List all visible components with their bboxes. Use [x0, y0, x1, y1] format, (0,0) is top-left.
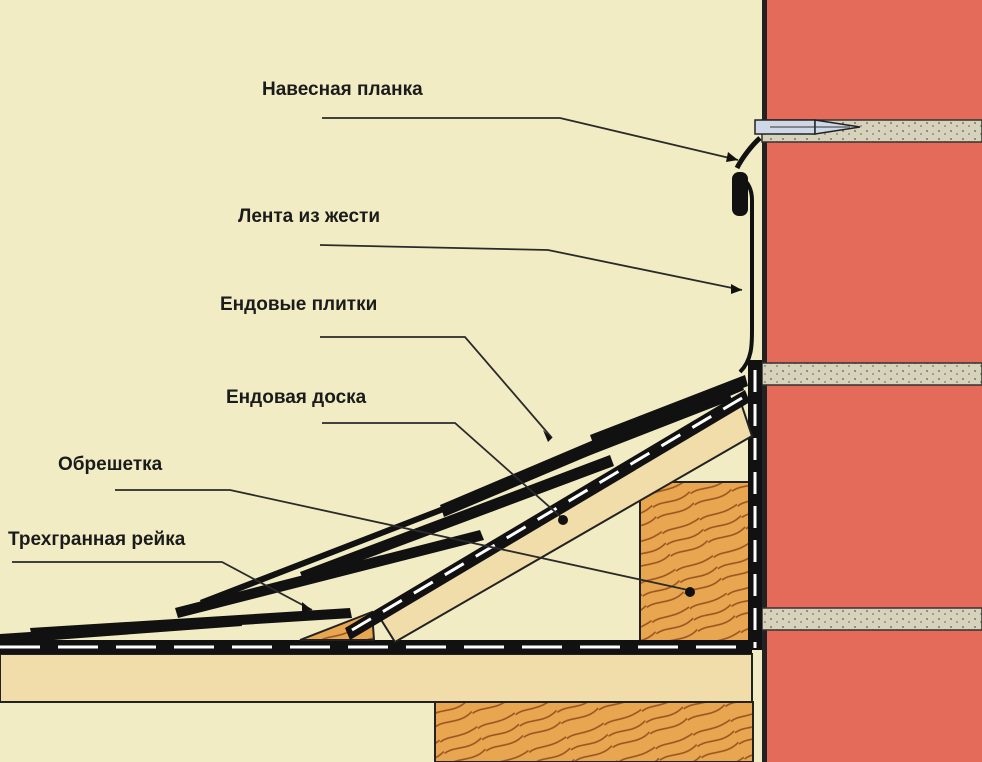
- leader-line-valley-board: [322, 422, 563, 519]
- leader-line-hanging-strip: [322, 117, 739, 161]
- valley-tiles: [0, 375, 748, 644]
- beam-end-lower: [434, 701, 754, 762]
- label-tin-strip: Лента из жести: [238, 206, 381, 227]
- arrow-head: [302, 602, 312, 612]
- label-triangular-rail: Трехгранная рейка: [8, 529, 186, 550]
- inclined-strip-dashes: [351, 396, 743, 632]
- hanging-strip-fold: [732, 172, 748, 216]
- valley-tile: [590, 375, 748, 446]
- brick-wall: [761, 0, 982, 762]
- beam-end-upper: [639, 481, 751, 643]
- fastener: [754, 119, 861, 135]
- leader-line-valley-tiles: [320, 336, 553, 439]
- leader-markers: [302, 152, 742, 612]
- leader-line-lathing: [115, 489, 689, 591]
- marker-dot: [558, 515, 568, 525]
- marker-dot: [685, 587, 695, 597]
- label-valley-tiles: Ендовые плитки: [220, 294, 378, 315]
- hanging-strip: [732, 136, 762, 216]
- wall-metal-strip: [748, 360, 762, 650]
- leader-lines: [12, 117, 743, 611]
- leader-line-tin-strip: [319, 244, 743, 291]
- mortar-joint: [761, 362, 982, 386]
- label-hanging-strip: Навесная планка: [262, 79, 423, 100]
- arrow-head: [543, 430, 552, 442]
- label-valley-board: Ендовая доска: [226, 387, 367, 408]
- label-lathing: Обрешетка: [58, 454, 163, 475]
- valley-tile: [30, 608, 352, 638]
- arrow-head: [731, 284, 742, 294]
- mortar-joint: [761, 607, 982, 631]
- valley-tile: [200, 395, 732, 606]
- arrow-head: [726, 152, 738, 162]
- lathing-board: [0, 653, 753, 703]
- valley-tile: [175, 530, 484, 618]
- leader-line-triangular-rail: [12, 561, 313, 611]
- valley-tile: [300, 455, 614, 582]
